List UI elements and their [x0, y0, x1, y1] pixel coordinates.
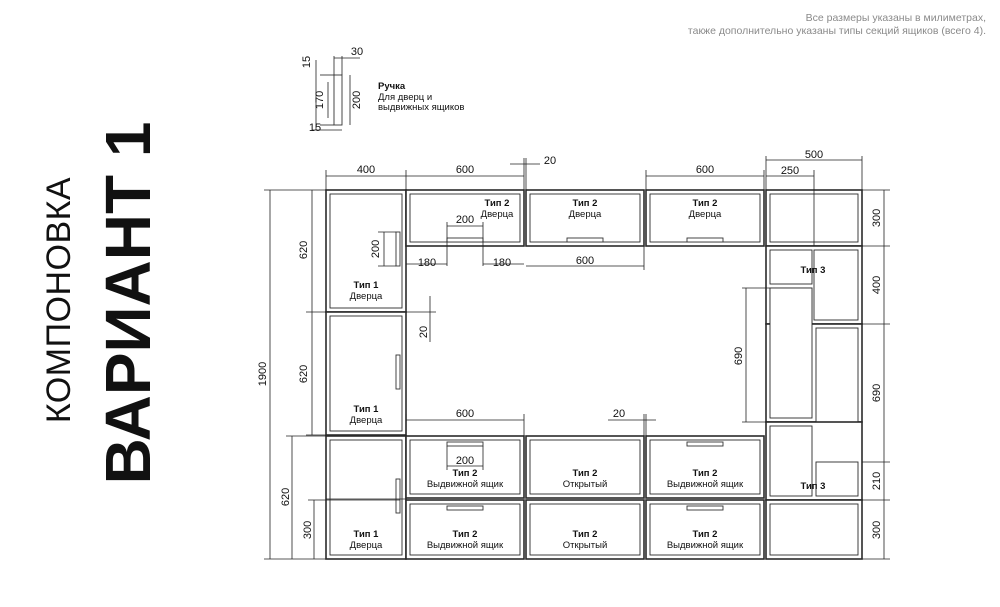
- cabinet-type-label: Тип 3: [801, 481, 826, 492]
- handle-desc-1: Для дверц и: [378, 92, 432, 103]
- cabinet-desc-label: Выдвижной ящик: [667, 479, 744, 490]
- dim-620-b: 620: [298, 365, 310, 383]
- handle-sample: [333, 74, 343, 126]
- dim-600-low: 600: [456, 408, 474, 420]
- dim-r300-a: 300: [871, 209, 883, 227]
- title-line-2: ВАРИАНТ 1: [92, 122, 164, 485]
- handle: [566, 237, 604, 243]
- dim-r690: 690: [871, 384, 883, 402]
- note-line-1: Все размеры указаны в милиметрах,: [805, 12, 986, 24]
- cabinet-type-label: Тип 2: [693, 529, 718, 540]
- note-line-2: также дополнительно указаны типы секций …: [687, 25, 986, 37]
- handle-title: Ручка: [378, 81, 406, 92]
- cabinet-desc-label: Выдвижной ящик: [427, 540, 504, 551]
- cabinet-desc-label: Выдвижной ящик: [667, 540, 744, 551]
- cabinet-type-label: Тип 2: [485, 198, 510, 209]
- dim-600-top-b: 600: [696, 164, 714, 176]
- handle: [446, 505, 484, 511]
- cabinet-type-label: Тип 2: [573, 529, 598, 540]
- cabinet-desc-label: Дверца: [350, 540, 383, 551]
- handle-dim-width: 30: [351, 46, 363, 58]
- dim-r400: 400: [871, 276, 883, 294]
- cabinet-type-label: Тип 2: [693, 468, 718, 479]
- handle-dim-bottom: 15: [309, 122, 321, 134]
- handle-dim-top: 15: [301, 56, 313, 68]
- handle: [686, 237, 724, 243]
- title-line-1: КОМПОНОВКА: [40, 177, 78, 423]
- dim-20-mid: 20: [418, 326, 430, 338]
- dim-690-mid: 690: [733, 347, 745, 365]
- dim-620-a: 620: [298, 241, 310, 259]
- dim-200-h: 200: [456, 214, 474, 226]
- handle: [686, 441, 724, 447]
- cabinet-type-label: Тип 2: [693, 198, 718, 209]
- handle: [395, 231, 401, 267]
- handle-legend: 15 30 170 200 15 Ручка Для дверц и выдви…: [301, 46, 464, 134]
- handle: [446, 441, 484, 447]
- cabinet-type-label: Тип 2: [453, 529, 478, 540]
- cabinet-desc-label: Дверца: [350, 415, 383, 426]
- cabinet-desc-label: Дверца: [569, 209, 602, 220]
- cabinet-type-label: Тип 1: [354, 280, 380, 291]
- dim-r210: 210: [871, 472, 883, 490]
- dim-180-b: 180: [493, 257, 511, 269]
- dim-200-low: 200: [456, 455, 474, 467]
- dim-250-top: 250: [781, 165, 799, 177]
- handle-dim-inner: 170: [314, 91, 326, 109]
- handle: [395, 354, 401, 390]
- dim-r300-b: 300: [871, 521, 883, 539]
- dim-200-handle: 200: [370, 240, 382, 258]
- dimensions-note: Все размеры указаны в милиметрах, также …: [566, 12, 986, 38]
- top-row: Тип 2 Дверца Тип 2 Дверца Тип 2 Дверца: [405, 189, 765, 247]
- dimension-lines: 400 600 20 600 500 250 1900 620: [257, 149, 890, 560]
- cabinet-type-label: Тип 1: [354, 529, 380, 540]
- cabinet-desc-label: Открытый: [563, 479, 608, 490]
- cabinet-type-label: Тип 1: [354, 404, 380, 415]
- cabinet-desc-label: Дверца: [689, 209, 722, 220]
- layout-title: КОМПОНОВКА ВАРИАНТ 1: [40, 122, 164, 485]
- dim-600-mid: 600: [576, 255, 594, 267]
- dim-620-c: 620: [280, 488, 292, 506]
- cabinet-type-label: Тип 2: [573, 468, 598, 479]
- cabinet-type-label: Тип 3: [801, 265, 826, 276]
- left-column: Тип 1 Дверца Тип 1 Дверца Тип 1 Дверца: [325, 189, 407, 560]
- dim-180-a: 180: [418, 257, 436, 269]
- dim-20-top: 20: [544, 155, 556, 167]
- handle-dim-height: 200: [351, 91, 363, 109]
- cabinet-type-label: Тип 2: [573, 198, 598, 209]
- cabinet-desc-label: Дверца: [350, 291, 383, 302]
- dim-500-top: 500: [805, 149, 823, 161]
- handle: [686, 505, 724, 511]
- dim-20-low: 20: [613, 408, 625, 420]
- dim-300-left: 300: [302, 521, 314, 539]
- handle: [446, 237, 484, 243]
- dim-400-top: 400: [357, 164, 375, 176]
- handle-desc-2: выдвижных ящиков: [378, 102, 464, 113]
- handle: [395, 478, 401, 514]
- bottom-rows: Тип 2 Выдвижной ящик Тип 2 Открытый Тип …: [405, 435, 765, 560]
- dim-600-top-a: 600: [456, 164, 474, 176]
- cabinet-desc-label: Дверца: [481, 209, 514, 220]
- cabinet-desc-label: Открытый: [563, 540, 608, 551]
- dim-1900: 1900: [257, 362, 269, 386]
- cabinet-desc-label: Выдвижной ящик: [427, 479, 504, 490]
- cabinet-type-label: Тип 2: [453, 468, 478, 479]
